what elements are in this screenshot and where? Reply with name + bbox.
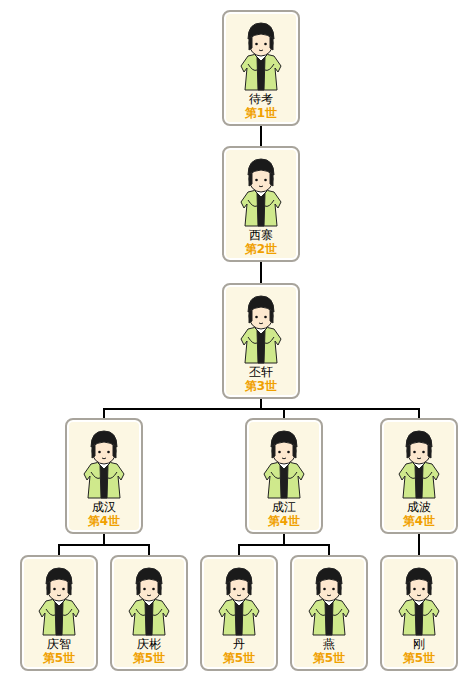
person-box: 燕第5世 [290,555,368,671]
person-box: 丹第5世 [200,555,278,671]
person-name: 成汉 [73,500,135,514]
person-figure [209,565,269,637]
person-figure [231,293,291,365]
generation-label: 第5世 [118,651,180,665]
person-figure [389,428,449,500]
person-name: 待考 [230,92,292,106]
lineage-connector [284,534,329,555]
generation-label: 第1世 [230,106,292,120]
lineage-connector [59,534,104,555]
generation-label: 第5世 [28,651,90,665]
lineage-connector [418,534,420,555]
person-name: 西寨 [230,228,292,242]
person-figure [299,565,359,637]
person-name: 丕轩 [230,365,292,379]
generation-label: 第4世 [73,514,135,528]
person-figure [231,156,291,228]
person-name: 丹 [208,637,270,651]
person-name: 成波 [388,500,450,514]
person-box: 庆彬第5世 [110,555,188,671]
person-box: 庆智第5世 [20,555,98,671]
person-box: 成波第4世 [380,418,458,534]
person-box: 丕轩第3世 [222,283,300,399]
lineage-connector [261,399,419,418]
person-figure [119,565,179,637]
person-box: 西寨第2世 [222,146,300,262]
lineage-connector [239,534,284,555]
generation-label: 第4世 [253,514,315,528]
person-name: 燕 [298,637,360,651]
generation-label: 第2世 [230,242,292,256]
lineage-connector [260,262,262,283]
person-name: 庆智 [28,637,90,651]
person-box: 待考第1世 [222,10,300,126]
person-name: 刚 [388,637,450,651]
person-figure [254,428,314,500]
person-figure [389,565,449,637]
person-name: 成江 [253,500,315,514]
person-figure [231,20,291,92]
person-figure [29,565,89,637]
generation-label: 第5世 [208,651,270,665]
person-box: 刚第5世 [380,555,458,671]
person-name: 庆彬 [118,637,180,651]
lineage-connector [260,126,262,146]
generation-label: 第4世 [388,514,450,528]
person-box: 成江第4世 [245,418,323,534]
generation-label: 第5世 [388,651,450,665]
generation-label: 第5世 [298,651,360,665]
lineage-connector [104,399,261,418]
person-box: 成汉第4世 [65,418,143,534]
person-figure [74,428,134,500]
generation-label: 第3世 [230,379,292,393]
lineage-connector [104,534,149,555]
